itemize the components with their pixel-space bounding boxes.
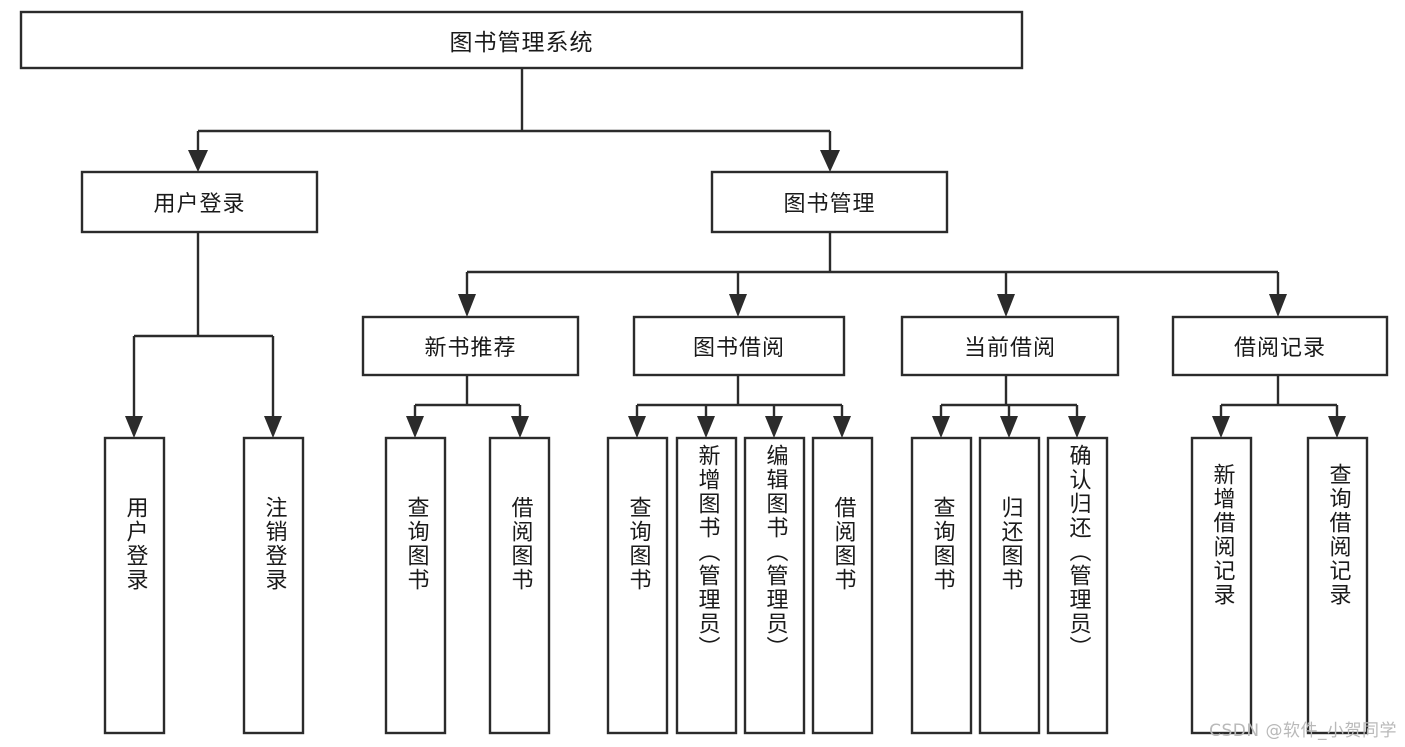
connector-group-book-manage — [458, 232, 1287, 317]
arrow-head-leaf-book-borrow-4 — [833, 416, 851, 438]
arrow-head-leaf-borrow-record-1 — [1212, 416, 1230, 438]
connector-group-user-login — [125, 232, 282, 438]
connector-group-book-borrow — [628, 375, 851, 438]
node-box-leaf-book-borrow-4[interactable] — [811, 436, 874, 735]
connector-group-current-borrow — [932, 375, 1086, 438]
node-box-leaf-borrow-record-2[interactable] — [1306, 436, 1369, 735]
node-box-leaf-user-login-2[interactable] — [242, 436, 305, 735]
node-box-leaf-current-borrow-2[interactable] — [978, 436, 1041, 735]
arrow-head-current-borrow — [997, 294, 1015, 317]
node-box-book-manage[interactable] — [710, 170, 949, 234]
node-box-leaf-new-book-1[interactable] — [384, 436, 447, 735]
arrow-head-leaf-new-book-1 — [406, 416, 424, 438]
arrow-head-new-book-recommend — [458, 294, 476, 317]
connector-group-borrow-record — [1212, 375, 1346, 438]
node-box-leaf-book-borrow-1[interactable] — [606, 436, 669, 735]
arrow-head-leaf-book-borrow-1 — [628, 416, 646, 438]
node-box-book-borrow[interactable] — [632, 315, 846, 377]
arrow-head-leaf-book-borrow-3 — [765, 416, 783, 438]
arrow-head-leaf-current-borrow-1 — [932, 416, 950, 438]
connector-group-root — [188, 68, 840, 172]
node-box-borrow-record[interactable] — [1171, 315, 1389, 377]
node-box-leaf-book-borrow-2[interactable] — [675, 436, 738, 735]
node-box-leaf-borrow-record-1[interactable] — [1190, 436, 1253, 735]
node-box-current-borrow[interactable] — [900, 315, 1120, 377]
arrow-head-leaf-book-borrow-2 — [697, 416, 715, 438]
arrow-head-user-login — [188, 150, 208, 172]
arrow-head-leaf-current-borrow-3 — [1068, 416, 1086, 438]
arrow-head-leaf-user-login-1 — [125, 416, 143, 438]
arrow-head-borrow-record — [1269, 294, 1287, 317]
node-box-leaf-current-borrow-1[interactable] — [910, 436, 973, 735]
arrow-head-leaf-current-borrow-2 — [1000, 416, 1018, 438]
node-box-root[interactable] — [19, 10, 1024, 70]
node-box-new-book-recommend[interactable] — [361, 315, 580, 377]
node-box-leaf-book-borrow-3[interactable] — [743, 436, 806, 735]
arrow-head-leaf-borrow-record-2 — [1328, 416, 1346, 438]
connector-group-new-book-recommend — [406, 375, 529, 438]
node-box-user-login[interactable] — [80, 170, 319, 234]
node-box-leaf-current-borrow-3[interactable] — [1046, 436, 1109, 735]
node-box-leaf-user-login-1[interactable] — [103, 436, 166, 735]
arrow-head-leaf-user-login-2 — [264, 416, 282, 438]
node-box-leaf-new-book-2[interactable] — [488, 436, 551, 735]
arrow-head-book-manage — [820, 150, 840, 172]
arrow-head-book-borrow — [729, 294, 747, 317]
arrow-head-leaf-new-book-2 — [511, 416, 529, 438]
